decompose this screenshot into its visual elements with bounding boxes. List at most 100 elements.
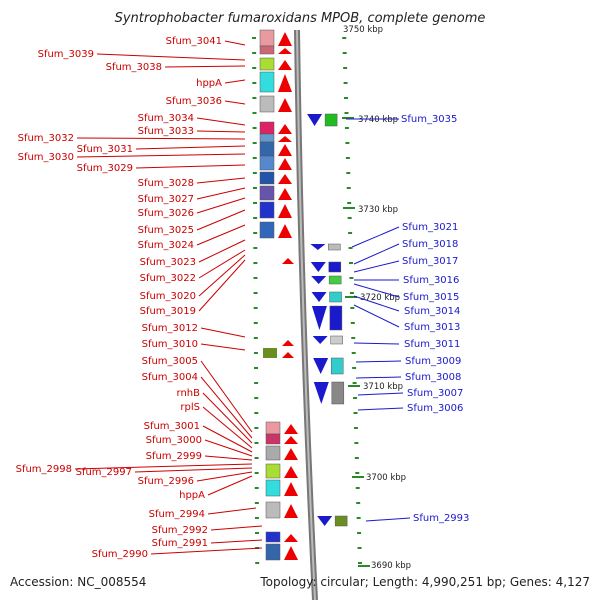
leader-line [198,254,246,297]
gene-label[interactable]: Sfum_3029 [77,163,133,174]
gene-label[interactable]: Sfum_3038 [106,62,162,73]
gene-label[interactable]: Sfum_3026 [138,208,194,219]
gene-box [329,291,342,303]
leader-line [207,507,257,515]
gene-label[interactable]: Sfum_3028 [138,178,194,189]
tick-marks [252,37,370,567]
gene-arrow [278,32,292,46]
leader-line [198,249,246,279]
gene-label[interactable]: Sfum_3015 [403,292,459,303]
gene-label[interactable]: Sfum_3034 [138,113,194,124]
gene-label[interactable]: Sfum_3031 [77,144,133,155]
gene-label[interactable]: Sfum_3025 [138,225,194,236]
gene-arrow [278,60,292,70]
gene-box [331,381,345,405]
gene-label[interactable]: Sfum_2996 [138,476,194,487]
gene-label[interactable]: Sfum_3008 [405,372,461,383]
gene-arrow [278,144,292,156]
gene-label[interactable]: Sfum_3030 [18,152,74,163]
leader-line [196,209,246,231]
gene-arrow [313,358,329,374]
gene-label[interactable]: Sfum_3022 [140,273,196,284]
gene-label[interactable]: Sfum_3023 [140,257,196,268]
gene-label[interactable]: Sfum_3024 [138,240,194,251]
tick-label-top: 3750 kbp [343,25,383,35]
gene-label[interactable]: Sfum_3035 [401,114,457,125]
gene-box [265,421,281,435]
gene-box [265,479,281,497]
leader-line [204,439,253,457]
gene-arrow [284,546,298,560]
gene-label[interactable]: Sfum_3036 [166,96,222,107]
leader-line [224,100,246,105]
gene-arrow [312,336,328,344]
gene-box [265,531,281,543]
leader-line [198,239,246,263]
gene-label[interactable]: Sfum_3009 [405,356,461,367]
gene-label[interactable]: Sfum_2997 [76,467,132,478]
gene-label[interactable]: Sfum_3014 [404,306,460,317]
gene-arrow [284,466,298,478]
gene-label[interactable]: Sfum_3019 [140,306,196,317]
gene-box [259,141,275,157]
gene-arrow [278,204,292,218]
gene-label[interactable]: Sfum_3018 [402,239,458,250]
tick-label-3730: 3730 kbp [358,205,398,215]
tick-label-3740: 3740 kbp [358,115,398,125]
gene-label[interactable]: Sfum_3041 [166,36,222,47]
gene-label[interactable]: Sfum_3004 [142,372,198,383]
gene-box [263,348,277,358]
topology-text: Topology: circular; Length: 4,990,251 bp… [259,575,590,589]
gene-label[interactable]: Sfum_3011 [404,339,460,350]
gene-label[interactable]: Sfum_3020 [140,291,196,302]
gene-box [330,357,344,375]
gene-label[interactable]: rnhB [177,388,201,399]
gene-label[interactable]: Sfum_2990 [92,549,148,560]
gene-label[interactable]: Sfum_3000 [146,435,202,446]
leader-line [204,455,253,461]
gene-arrow [278,224,292,238]
leader-line [207,475,253,496]
leader-line [196,197,246,214]
gene-arrow [284,436,298,444]
gene-label[interactable]: hppA [196,78,222,89]
gene-label[interactable]: Sfum_3027 [138,194,194,205]
gene-label[interactable]: Sfum_2991 [152,538,208,549]
leader-line [200,360,253,433]
gene-label[interactable]: Sfum_3001 [144,421,200,432]
gene-arrow [284,448,298,460]
tick-label-3700: 3700 kbp [366,473,406,483]
gene-label[interactable]: Sfum_3032 [18,133,74,144]
gene-label[interactable]: Sfum_2998 [16,464,72,475]
gene-label[interactable]: Sfum_3039 [38,49,94,60]
gene-label[interactable]: Sfum_3007 [407,388,463,399]
gene-label[interactable]: Sfum_3005 [142,356,198,367]
leader-line [353,295,400,312]
gene-label[interactable]: Sfum_2992 [152,525,208,536]
gene-label[interactable]: Sfum_3006 [407,403,463,414]
leader-line [150,547,263,555]
gene-box [259,71,275,93]
gene-label[interactable]: Sfum_3012 [142,323,198,334]
gene-label[interactable]: Sfum_3010 [142,339,198,350]
gene-label[interactable]: Sfum_3017 [402,256,458,267]
gene-label[interactable]: Sfum_2993 [413,513,469,524]
gene-arrow [284,482,298,496]
leader-line [200,327,246,338]
gene-label[interactable]: Sfum_2999 [146,451,202,462]
leader-line [196,471,253,482]
gene-arrow [310,262,326,272]
gene-label[interactable]: Sfum_3016 [403,275,459,286]
gene-label[interactable]: Sfum_2994 [149,509,205,520]
gene-label[interactable]: Sfum_3033 [138,126,194,137]
gene-label[interactable]: Sfum_3013 [404,322,460,333]
leader-line [198,259,246,312]
gene-label[interactable]: hppA [179,490,205,501]
gene-label[interactable]: Sfum_3021 [402,222,458,233]
gene-label[interactable]: rplS [180,402,200,413]
gene-arrow [278,48,292,54]
gene-box [259,171,275,185]
leader-line [196,130,246,133]
accession-text: Accession: NC_008554 [10,575,146,589]
